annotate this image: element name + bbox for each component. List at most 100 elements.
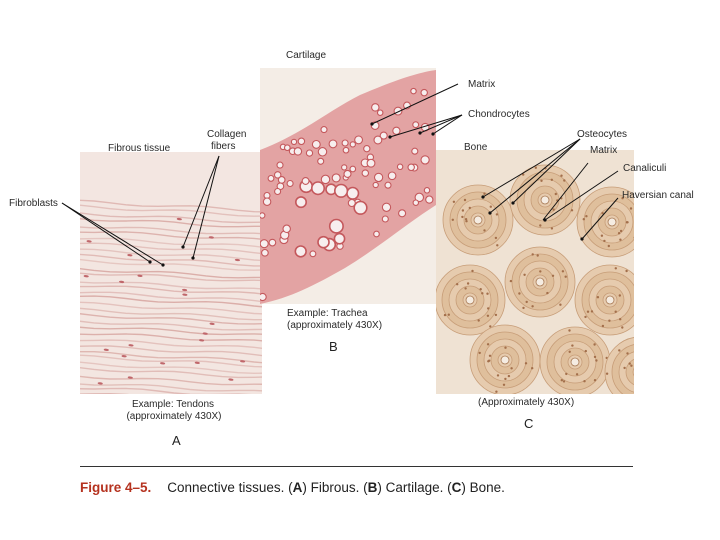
panel-c-example: (Approximately 430X) xyxy=(478,397,574,408)
chondrocyte xyxy=(291,139,296,144)
chondrocyte xyxy=(330,220,343,233)
osteocyte xyxy=(560,175,562,177)
chondrocyte xyxy=(364,146,370,152)
osteocyte xyxy=(461,216,463,218)
osteocyte xyxy=(623,367,625,369)
osteon xyxy=(443,185,513,255)
osteocyte xyxy=(497,374,499,376)
panel-c-letter: C xyxy=(524,416,533,431)
osteocyte xyxy=(597,296,599,298)
osteocyte xyxy=(487,307,489,309)
osteocyte xyxy=(555,193,557,195)
panel-b-example-line1: Example: Trachea xyxy=(287,308,368,319)
osteocyte xyxy=(608,320,610,322)
chondrocyte xyxy=(421,156,429,164)
chondrocyte xyxy=(312,182,324,194)
osteocyte xyxy=(531,367,533,369)
chondrocyte xyxy=(321,175,329,183)
chondrocyte xyxy=(367,159,375,167)
osteocyte xyxy=(562,270,564,272)
osteocyte xyxy=(571,209,573,211)
osteocyte xyxy=(652,388,654,390)
chondrocyte xyxy=(413,200,418,205)
chondrocyte xyxy=(263,198,270,205)
label-fibrous-tissue: Fibrous tissue xyxy=(108,143,170,154)
label-fibroblasts: Fibroblasts xyxy=(9,198,58,209)
chondrocyte xyxy=(298,138,304,144)
osteocyte xyxy=(487,343,489,345)
chondrocyte xyxy=(408,164,414,170)
osteocyte xyxy=(478,319,480,321)
osteocyte xyxy=(591,310,593,312)
osteocyte xyxy=(585,215,587,217)
osteocyte xyxy=(531,305,533,307)
haversian-canal-mark xyxy=(541,196,549,204)
osteocyte xyxy=(526,301,528,303)
chondrocyte xyxy=(260,213,265,218)
chondrocyte xyxy=(302,178,309,185)
osteocyte xyxy=(489,355,491,357)
label-bone: Bone xyxy=(464,142,487,153)
osteon xyxy=(470,325,540,395)
osteocyte xyxy=(594,379,596,381)
chondrocyte xyxy=(260,240,268,248)
chondrocyte xyxy=(421,89,427,95)
label-collagen-line1: Collagen xyxy=(207,129,246,140)
osteocyte xyxy=(593,343,595,345)
osteocyte xyxy=(496,244,498,246)
chondrocyte xyxy=(350,166,356,172)
osteocyte xyxy=(619,318,621,320)
haversian-canal-mark xyxy=(636,368,644,376)
panel-a-letter: A xyxy=(172,433,181,448)
osteocyte xyxy=(630,365,632,367)
osteocyte xyxy=(537,254,539,256)
chondrocyte xyxy=(295,246,306,257)
osteocyte xyxy=(559,304,561,306)
osteocyte xyxy=(576,373,578,375)
osteocyte xyxy=(471,270,473,272)
osteocyte xyxy=(490,206,492,208)
osteocyte xyxy=(444,314,446,316)
caption-text-4: ) Bone. xyxy=(461,480,505,495)
chondrocyte xyxy=(306,150,312,156)
osteocyte xyxy=(654,357,656,359)
osteon xyxy=(505,247,575,317)
osteocyte xyxy=(561,379,563,381)
chondrocyte xyxy=(375,173,383,181)
osteocyte xyxy=(571,344,573,346)
chondrocyte xyxy=(278,177,285,184)
chondrocyte xyxy=(296,197,306,207)
osteocyte xyxy=(619,239,621,241)
chondrocyte xyxy=(262,250,269,257)
osteocyte xyxy=(601,235,603,237)
caption-b: B xyxy=(368,480,378,495)
osteocyte xyxy=(650,366,652,368)
haversian-canal-mark xyxy=(474,216,482,224)
osteocyte xyxy=(489,325,491,327)
chondrocyte xyxy=(424,188,429,193)
osteocyte xyxy=(510,367,512,369)
chondrocyte xyxy=(332,174,340,182)
osteocyte xyxy=(563,179,565,181)
osteocyte xyxy=(495,314,497,316)
osteocyte xyxy=(620,230,622,232)
chondrocyte xyxy=(318,158,324,164)
figure-caption: Figure 4–5.Connective tissues. (A) Fibro… xyxy=(80,480,505,495)
osteocyte xyxy=(464,287,466,289)
osteocyte xyxy=(602,325,604,327)
osteocyte xyxy=(585,350,587,352)
chondrocyte xyxy=(397,164,402,169)
label-matrix-cartilage: Matrix xyxy=(468,79,495,90)
osteocyte xyxy=(448,314,450,316)
osteocyte xyxy=(464,199,466,201)
osteocyte xyxy=(635,289,637,291)
chondrocyte xyxy=(411,88,416,93)
chondrocyte xyxy=(382,203,390,211)
chondrocyte xyxy=(355,136,363,144)
osteocyte xyxy=(619,294,621,296)
osteocyte xyxy=(518,292,520,294)
chondrocyte xyxy=(344,170,351,177)
osteocyte xyxy=(583,218,585,220)
osteon xyxy=(435,265,505,335)
